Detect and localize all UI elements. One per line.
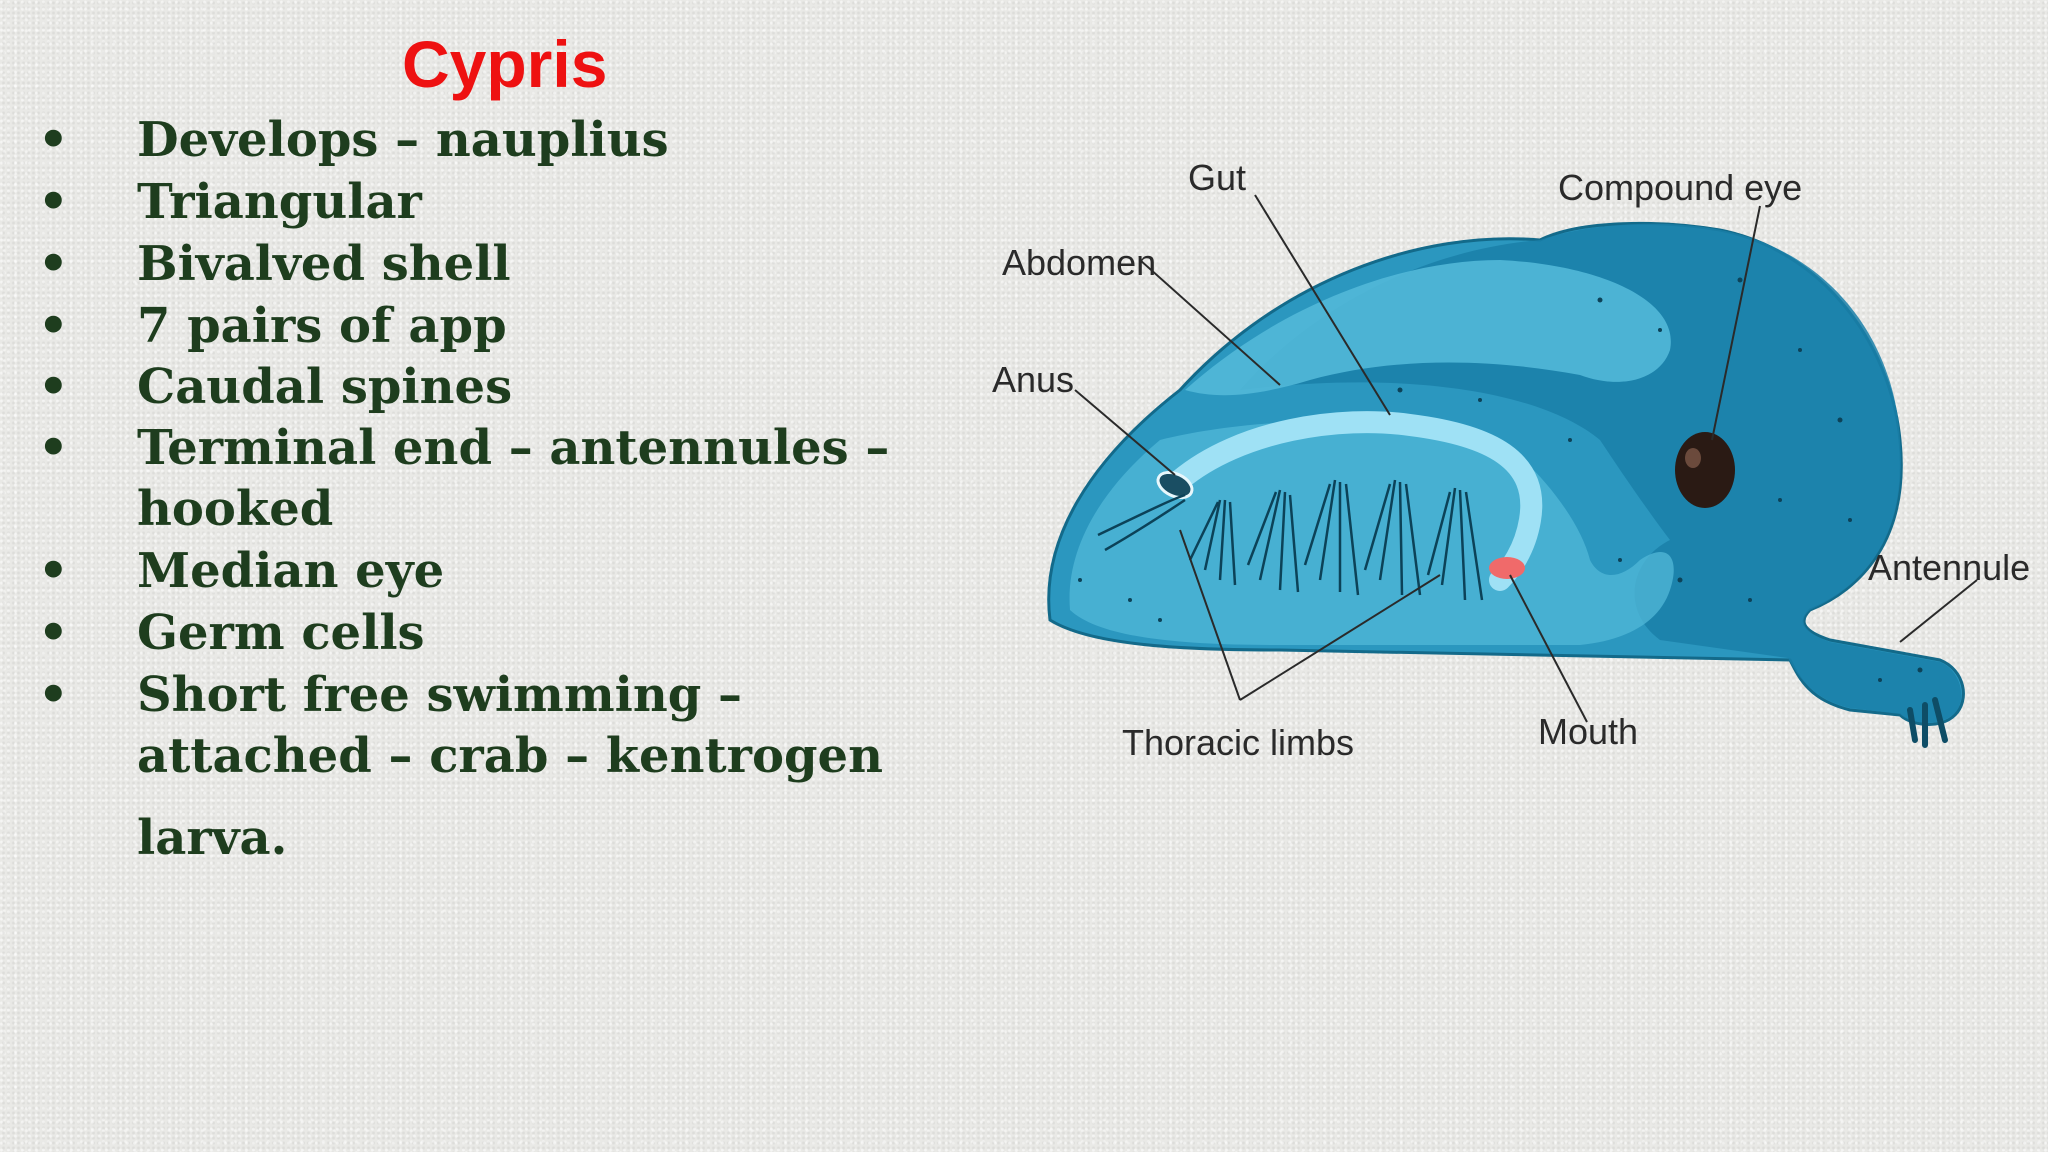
mouth-mark — [1489, 557, 1525, 579]
compound-eye-mark — [1675, 432, 1735, 508]
label-abdomen: Abdomen — [1002, 242, 1156, 283]
bullet-text: 7 pairs of app — [137, 298, 507, 354]
anus-mark — [1156, 470, 1194, 500]
label-gut: Gut — [1188, 157, 1246, 198]
slide-title: Cypris — [402, 27, 608, 101]
thoracic-limbs-group — [1097, 479, 1484, 601]
bullet-dot: • — [38, 667, 69, 723]
bullet-dot: • — [38, 543, 69, 599]
bullet-dot: • — [38, 112, 69, 168]
leader-lines — [1074, 194, 1978, 723]
antennule-tip — [1907, 697, 1948, 748]
bullet-text: Terminal end – antennules – hooked — [137, 420, 890, 537]
body-speckles — [1078, 277, 1923, 682]
label-compound-eye: Compound eye — [1558, 167, 1802, 208]
label-mouth: Mouth — [1538, 711, 1638, 752]
bullet-text: Caudal spines — [137, 359, 513, 415]
bullet-text: Short free swimming – attached – crab – … — [137, 667, 883, 784]
label-thoracic-limbs: Thoracic limbs — [1122, 722, 1354, 763]
bullet-dot: • — [38, 359, 69, 415]
eye-highlight — [1685, 448, 1701, 468]
bullet-dot: • — [38, 298, 69, 354]
bullet-text: Develops – nauplius — [137, 112, 669, 168]
abdomen-fold — [1185, 260, 1671, 396]
bullet-dot: • — [38, 236, 69, 292]
label-antennule: Antennule — [1868, 547, 2030, 588]
bullet-dot: • — [38, 420, 69, 476]
bullet-continuation: larva. — [137, 810, 288, 866]
bullet-text: Germ cells — [137, 605, 425, 661]
bullet-dot: • — [38, 605, 69, 661]
label-anus: Anus — [992, 359, 1074, 400]
bullet-dot: • — [38, 174, 69, 230]
cypris-larva-diagram: Gut Compound eye Abdomen Anus Antennule … — [992, 157, 2030, 763]
bullet-text: Bivalved shell — [137, 236, 511, 292]
gut-tube — [1169, 411, 1543, 591]
bullet-text: Triangular — [137, 174, 422, 230]
bullet-text: Median eye — [137, 543, 445, 599]
